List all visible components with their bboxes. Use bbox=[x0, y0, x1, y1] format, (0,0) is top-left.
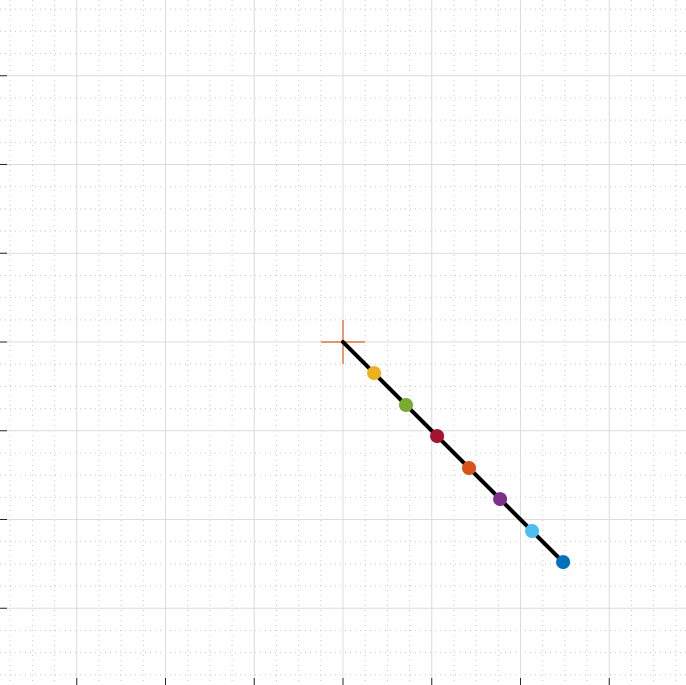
series-line bbox=[341, 340, 566, 565]
data-point bbox=[430, 429, 445, 444]
data-point bbox=[367, 366, 382, 381]
data-point bbox=[556, 555, 571, 570]
series-group bbox=[321, 320, 571, 570]
data-point bbox=[399, 398, 414, 413]
axis-ticks bbox=[0, 75, 610, 685]
data-point bbox=[462, 461, 477, 476]
data-point bbox=[493, 492, 508, 507]
data-point bbox=[525, 524, 540, 539]
